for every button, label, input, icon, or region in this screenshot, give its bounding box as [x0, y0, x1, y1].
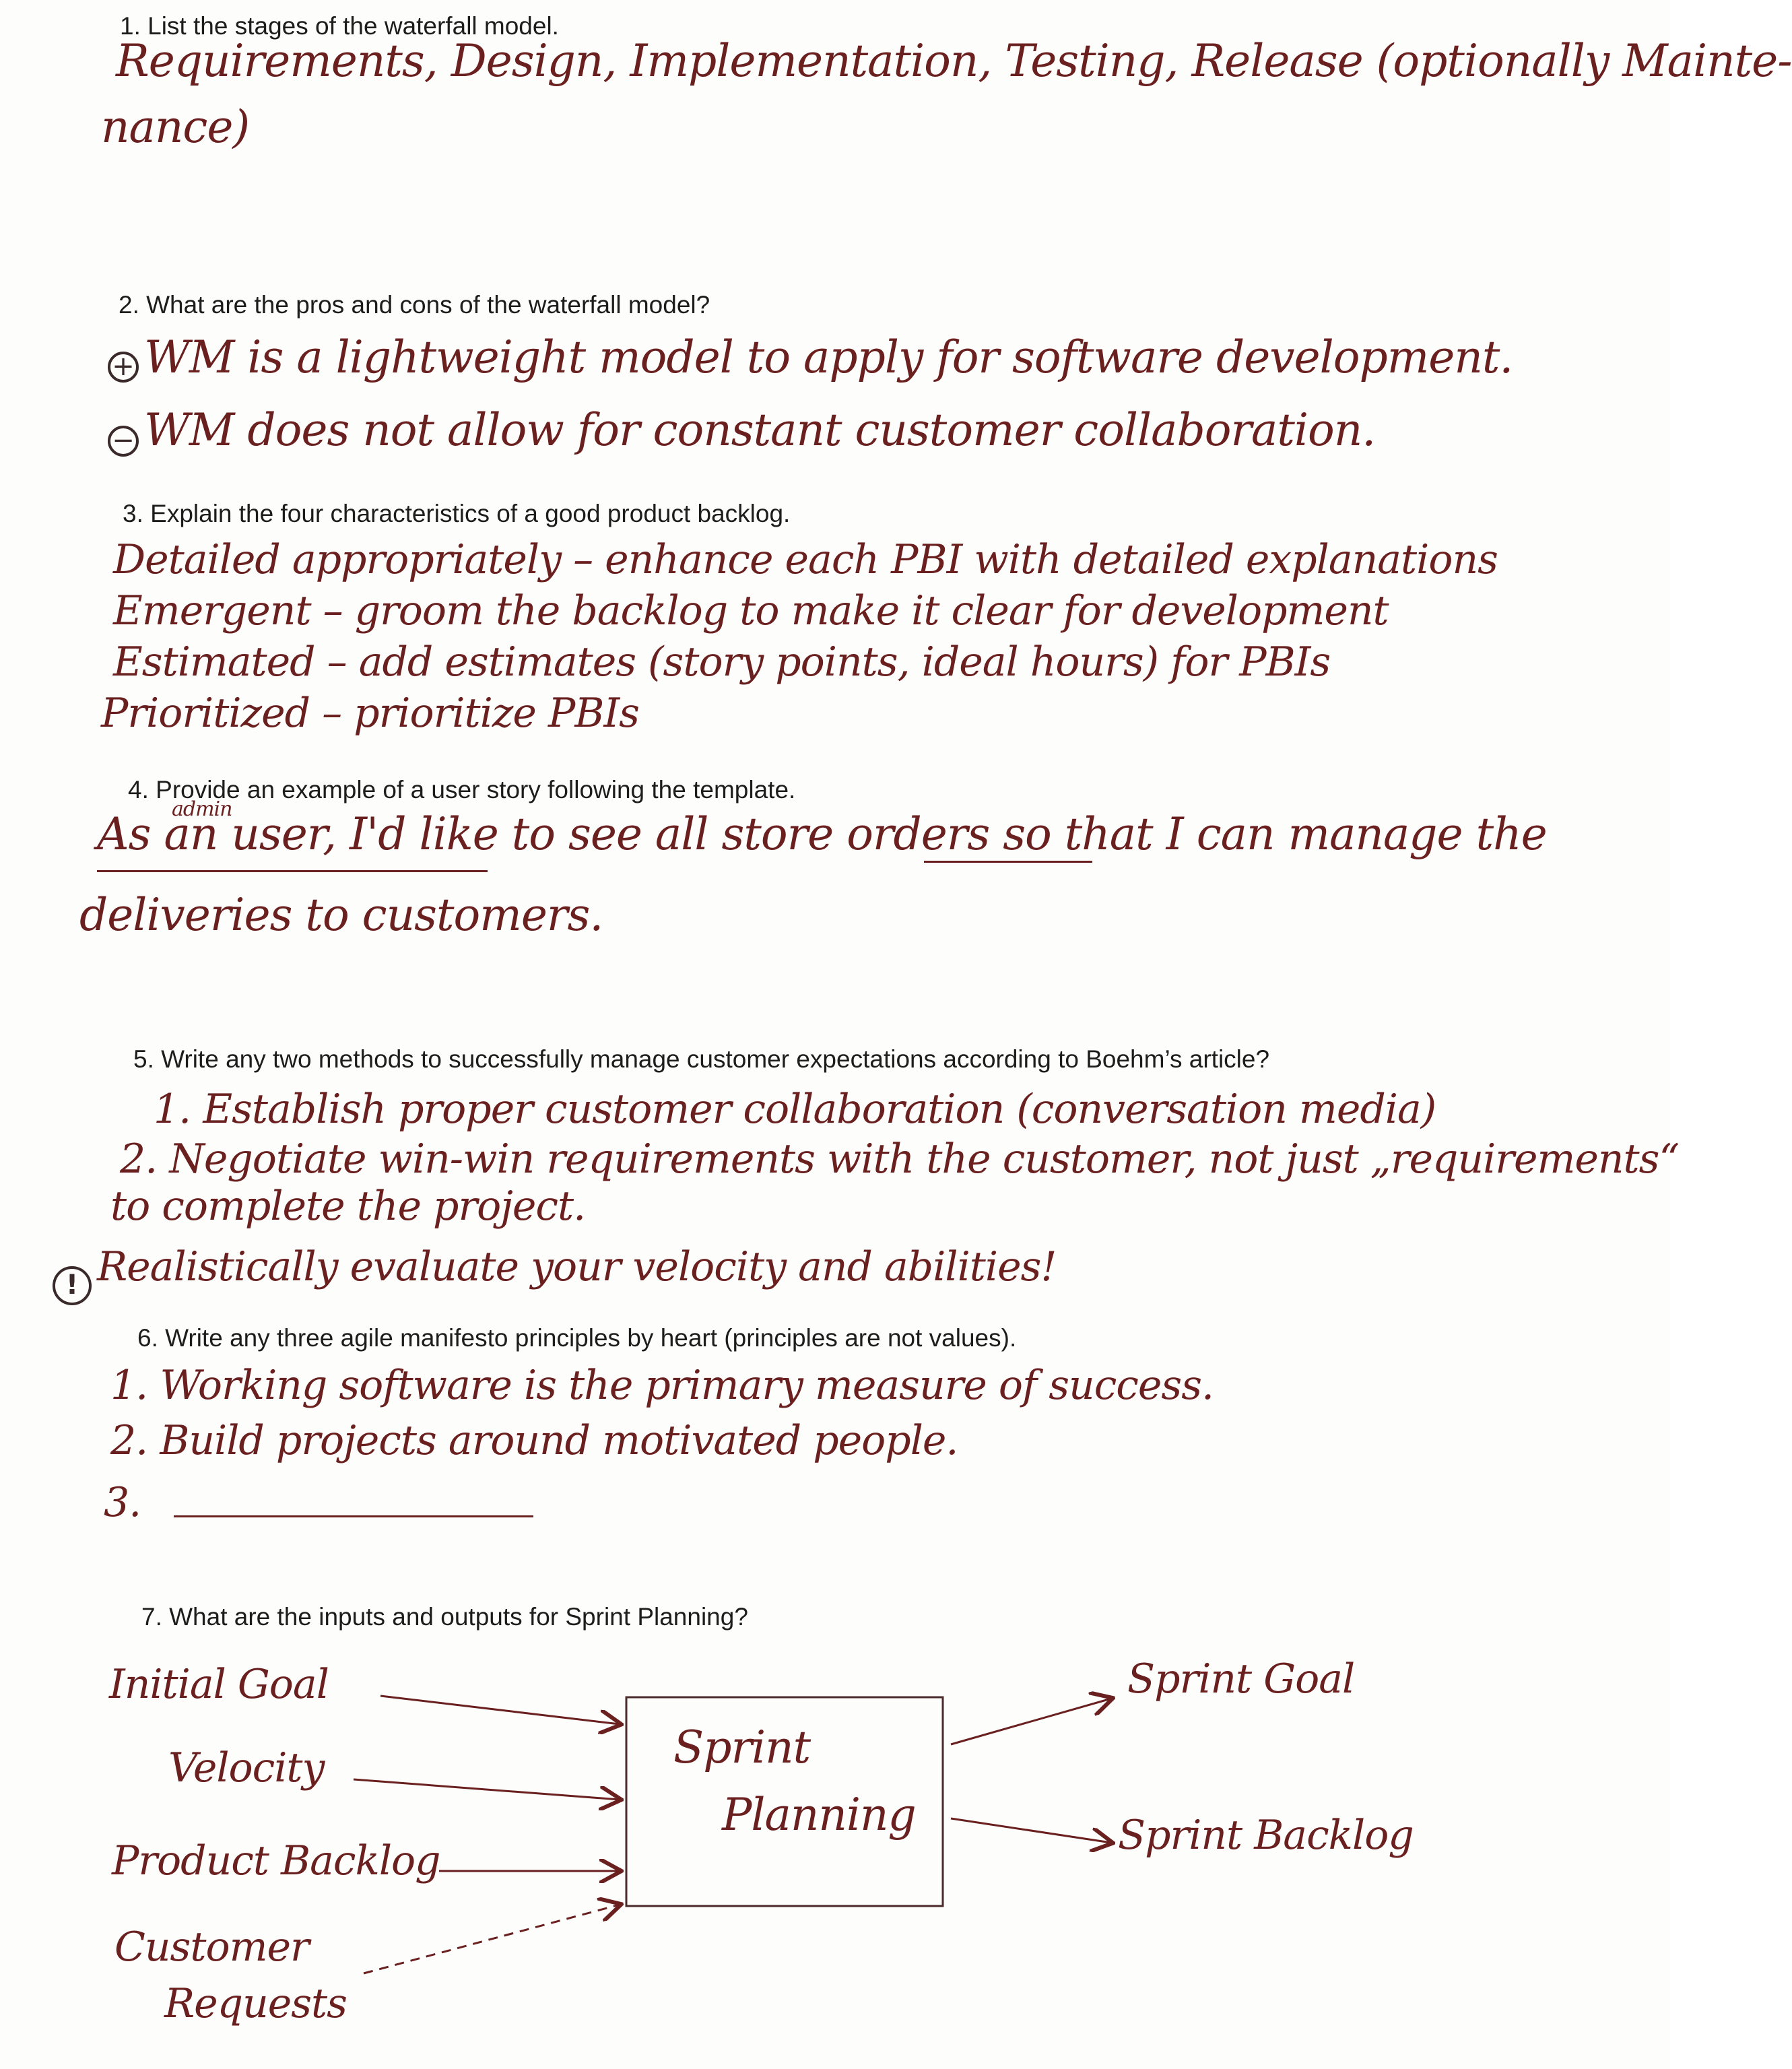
answer-4-line-1: As an user, I'd like to see all store or…: [97, 808, 1548, 860]
input-customer: Customer: [114, 1924, 310, 1971]
input-product-backlog: Product Backlog: [112, 1837, 441, 1884]
answer-4-line-2: deliveries to customers.: [79, 889, 603, 941]
answer-5-line-1: 1. Establish proper customer collaborati…: [154, 1086, 1436, 1133]
arrow-velocity: [353, 1778, 620, 1800]
question-3: 3. Explain the four characteristics of a…: [123, 500, 791, 527]
question-6: 6. Write any three agile manifesto princ…: [137, 1324, 1017, 1352]
input-requests: Requests: [164, 1980, 347, 2027]
answer-5-note: Realistically evaluate your velocity and…: [97, 1243, 1057, 1290]
output-sprint-backlog: Sprint Backlog: [1118, 1812, 1414, 1859]
answer-1-line-2: nance): [101, 101, 250, 153]
input-initial-goal: Initial Goal: [109, 1661, 329, 1708]
answer-3-line-1: Detailed appropriately – enhance each PB…: [113, 536, 1498, 583]
exclamation-mark-icon: !: [53, 1266, 92, 1305]
process-label-line-2: Planning: [722, 1789, 917, 1841]
sprint-planning-diagram: [353, 0, 1670, 1975]
answer-5-line-2: 2. Negotiate win-win requirements with t…: [120, 1136, 1680, 1183]
answer-2-pro: WM is a lightweight model to apply for s…: [144, 331, 1513, 383]
question-7: 7. What are the inputs and outputs for S…: [141, 1603, 748, 1631]
arrow-sprint-goal: [950, 1699, 1111, 1746]
question-5: 5. Write any two methods to successfully…: [133, 1045, 1270, 1073]
answer-6-blank-line: [174, 1515, 533, 1517]
answer-5-line-3: to complete the project.: [110, 1183, 586, 1230]
question-4: 4. Provide an example of a user story fo…: [128, 776, 796, 803]
minus-mark-icon: −: [108, 426, 139, 457]
answer-3-line-2: Emergent – groom the backlog to make it …: [113, 587, 1389, 634]
worksheet-page: 1. List the stages of the waterfall mode…: [53, 0, 1792, 2027]
answer-6-line-1: 1. Working software is the primary measu…: [110, 1362, 1214, 1409]
answer-3-line-3: Estimated – add estimates (story points,…: [113, 638, 1331, 686]
answer-1-line-1: Requirements, Design, Implementation, Te…: [116, 35, 1792, 87]
sprint-planning-box: [625, 1696, 944, 1907]
plus-mark-icon: +: [108, 352, 139, 383]
question-1: 1. List the stages of the waterfall mode…: [120, 12, 559, 40]
question-2: 2. What are the pros and cons of the wat…: [119, 291, 710, 319]
answer-6-line-3: 3.: [104, 1479, 141, 1526]
arrow-customer-requests: [363, 1905, 620, 1975]
arrow-sprint-backlog: [950, 1817, 1111, 1843]
answer-6-line-2: 2. Build projects around motivated peopl…: [110, 1417, 958, 1464]
answer-4-underline-2: [924, 861, 1092, 863]
answer-3-line-4: Prioritized – prioritize PBIs: [101, 690, 640, 737]
output-sprint-goal: Sprint Goal: [1127, 1655, 1355, 1703]
answer-2-con: WM does not allow for constant customer …: [144, 404, 1376, 456]
answer-4-insert: admin: [172, 797, 232, 821]
process-label-line-1: Sprint: [673, 1721, 811, 1773]
answer-4-underline-1: [97, 870, 488, 872]
arrow-initial-goal: [380, 1695, 620, 1724]
input-velocity: Velocity: [168, 1744, 325, 1792]
